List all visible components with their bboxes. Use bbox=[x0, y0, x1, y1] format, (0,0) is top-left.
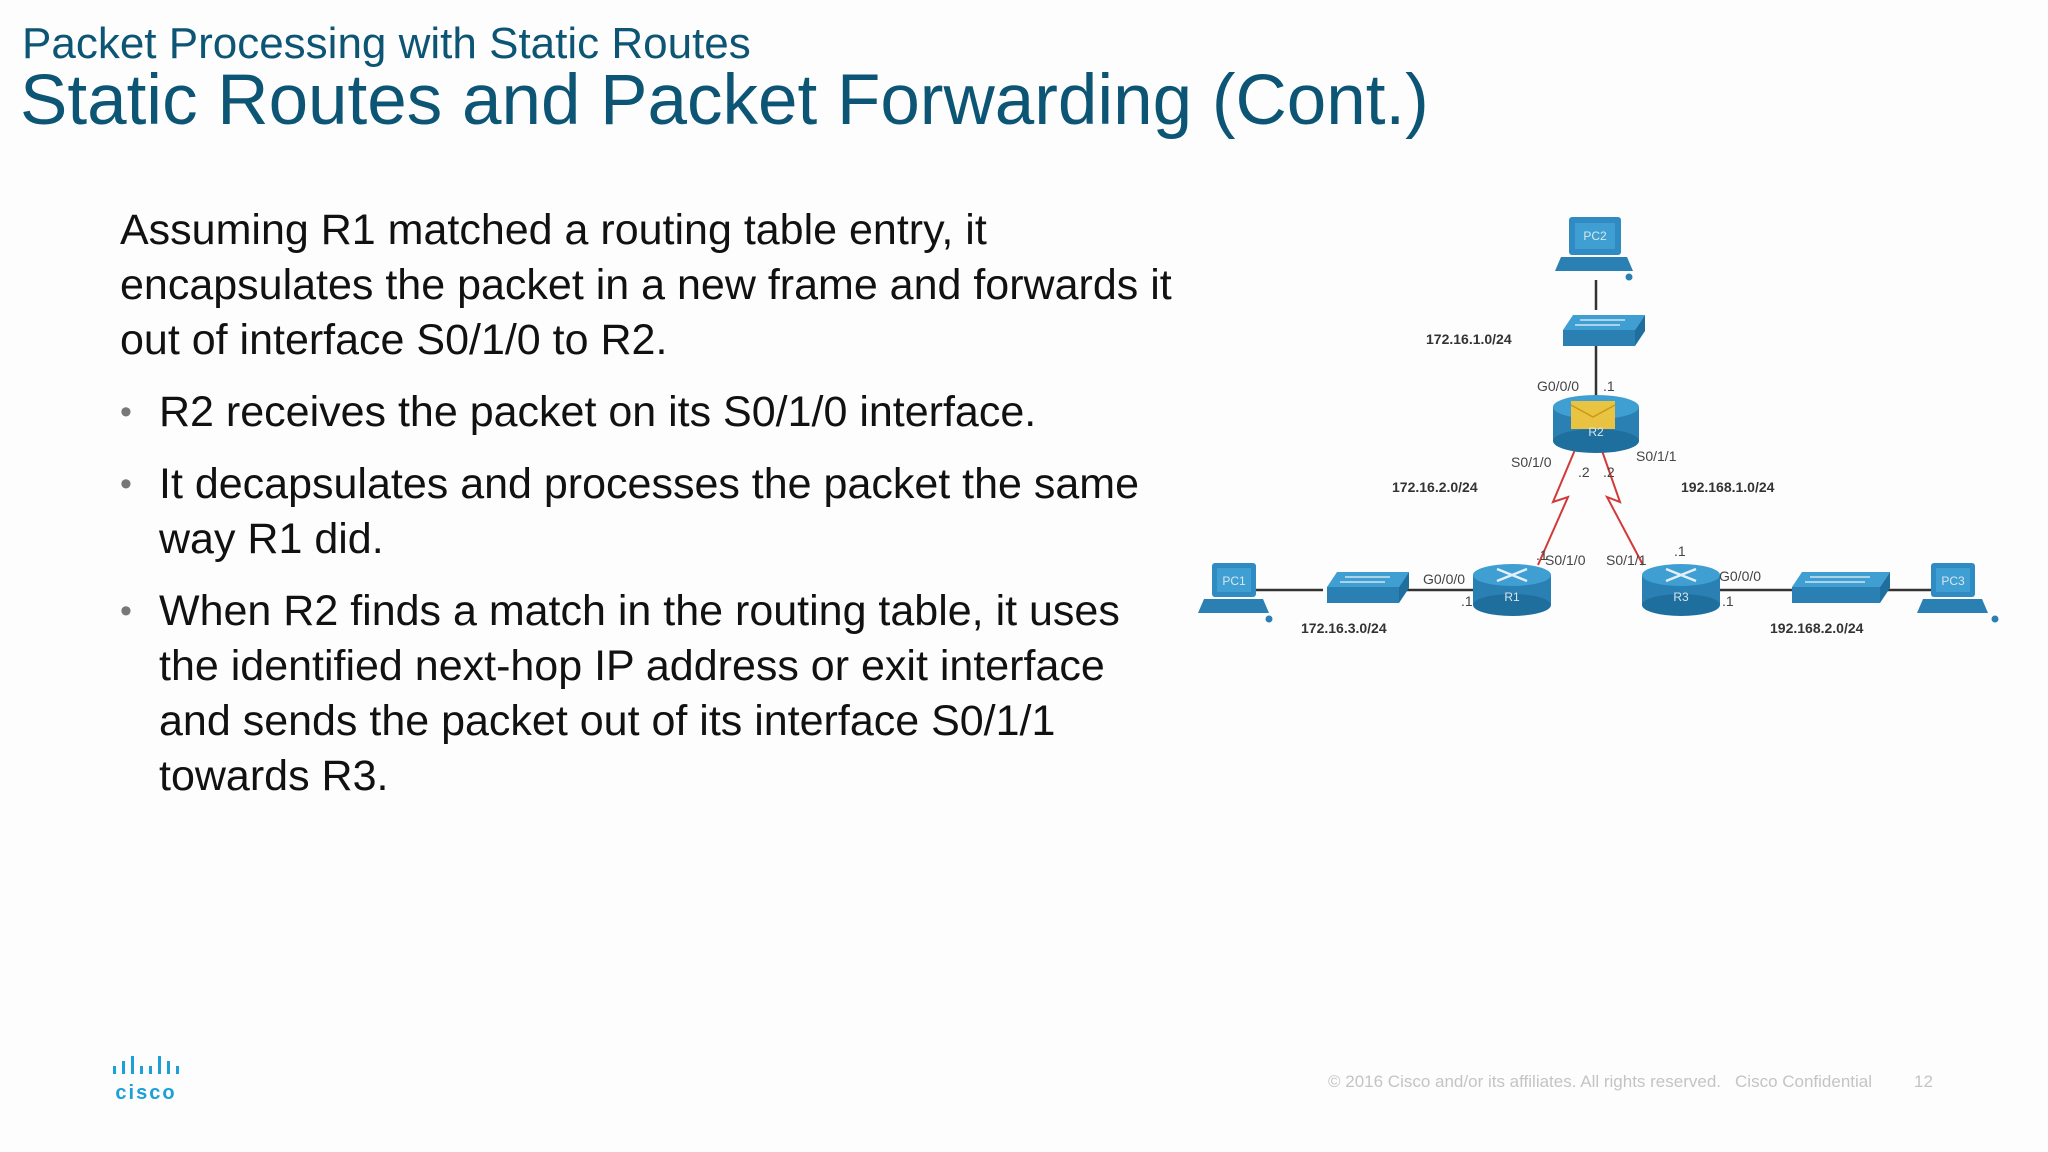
bullet-dot-icon: • bbox=[120, 465, 132, 503]
footer-copyright: © 2016 Cisco and/or its affiliates. All … bbox=[1328, 1072, 1722, 1091]
r1-label: R1 bbox=[1504, 590, 1520, 604]
iface-r3-g000-host: .1 bbox=[1722, 593, 1734, 609]
network-topology-diagram: PC2 R2 R1 R3 bbox=[1198, 217, 1999, 636]
iface-r2-s011-host: .2 bbox=[1603, 464, 1615, 480]
serial-link-r2-r3 bbox=[1599, 444, 1644, 566]
slide-title: Static Routes and Packet Forwarding (Con… bbox=[20, 61, 1429, 140]
iface-r1-g000-host: .1 bbox=[1461, 593, 1473, 609]
iface-r1-g000: G0/0/0 bbox=[1423, 571, 1465, 587]
pc3-label: PC3 bbox=[1941, 574, 1965, 588]
bullet-text: When R2 finds a match in the routing tab… bbox=[159, 587, 1120, 800]
iface-r2-g000-host: .1 bbox=[1603, 378, 1615, 394]
network-label-pc1-lan: 172.16.3.0/24 bbox=[1301, 620, 1387, 636]
r3-router-icon: R3 bbox=[1642, 564, 1720, 616]
page-number: 12 bbox=[1914, 1072, 1933, 1091]
bullet-dot-icon: • bbox=[120, 393, 132, 431]
switch-top-icon bbox=[1563, 315, 1645, 346]
pc1-label: PC1 bbox=[1222, 574, 1246, 588]
pc2-icon: PC2 bbox=[1555, 217, 1633, 281]
bullet-text: R2 receives the packet on its S0/1/0 int… bbox=[159, 388, 1037, 436]
iface-r3-g000: G0/0/0 bbox=[1719, 568, 1761, 584]
network-label-r1-r2: 172.16.2.0/24 bbox=[1392, 479, 1478, 495]
cisco-bars-icon bbox=[113, 1056, 179, 1074]
bullet-item: • It decapsulates and processes the packe… bbox=[120, 457, 1180, 567]
iface-r2-s010-host: .2 bbox=[1578, 464, 1590, 480]
r2-router-icon: R2 bbox=[1553, 395, 1639, 453]
bullet-item: • R2 receives the packet on its S0/1/0 in… bbox=[120, 385, 1180, 440]
bullet-item: • When R2 finds a match in the routing ta… bbox=[120, 584, 1180, 804]
slide-body: Assuming R1 matched a routing table entr… bbox=[120, 203, 1180, 821]
pc1-icon: PC1 bbox=[1198, 563, 1273, 623]
pc3-icon: PC3 bbox=[1917, 563, 1999, 623]
bullet-text: It decapsulates and processes the packet… bbox=[159, 460, 1140, 563]
iface-r2-s011: S0/1/1 bbox=[1636, 448, 1677, 464]
r1-router-icon: R1 bbox=[1473, 564, 1551, 616]
cisco-logo: cisco bbox=[113, 1056, 179, 1104]
iface-r2-s010: S0/1/0 bbox=[1511, 454, 1552, 470]
cisco-wordmark: cisco bbox=[115, 1082, 176, 1104]
pc2-label: PC2 bbox=[1583, 229, 1607, 243]
switch-right-icon bbox=[1792, 572, 1890, 603]
bullet-list: • R2 receives the packet on its S0/1/0 in… bbox=[120, 385, 1180, 804]
network-label-r2-r3: 192.168.1.0/24 bbox=[1681, 479, 1775, 495]
iface-r1-s010: S0/1/0 bbox=[1545, 552, 1586, 568]
intro-paragraph: Assuming R1 matched a routing table entr… bbox=[120, 206, 1172, 364]
iface-r1-s010-host: .1 bbox=[1536, 547, 1548, 563]
r3-label: R3 bbox=[1673, 590, 1689, 604]
slide-subtitle: Packet Processing with Static Routes bbox=[22, 19, 751, 68]
footer: © 2016 Cisco and/or its affiliates. All … bbox=[1328, 1072, 1933, 1092]
bullet-dot-icon: • bbox=[120, 592, 132, 630]
network-label-pc3-lan: 192.168.2.0/24 bbox=[1770, 620, 1864, 636]
iface-r3-s011: S0/1/1 bbox=[1606, 552, 1647, 568]
network-label-pc2-lan: 172.16.1.0/24 bbox=[1426, 331, 1512, 347]
switch-left-icon bbox=[1327, 572, 1409, 603]
footer-confidential: Cisco Confidential bbox=[1735, 1072, 1873, 1091]
iface-r2-g000: G0/0/0 bbox=[1537, 378, 1579, 394]
serial-link-r1-r2 bbox=[1537, 444, 1578, 566]
r2-label: R2 bbox=[1588, 425, 1604, 439]
iface-r3-s011-host: .1 bbox=[1674, 543, 1686, 559]
